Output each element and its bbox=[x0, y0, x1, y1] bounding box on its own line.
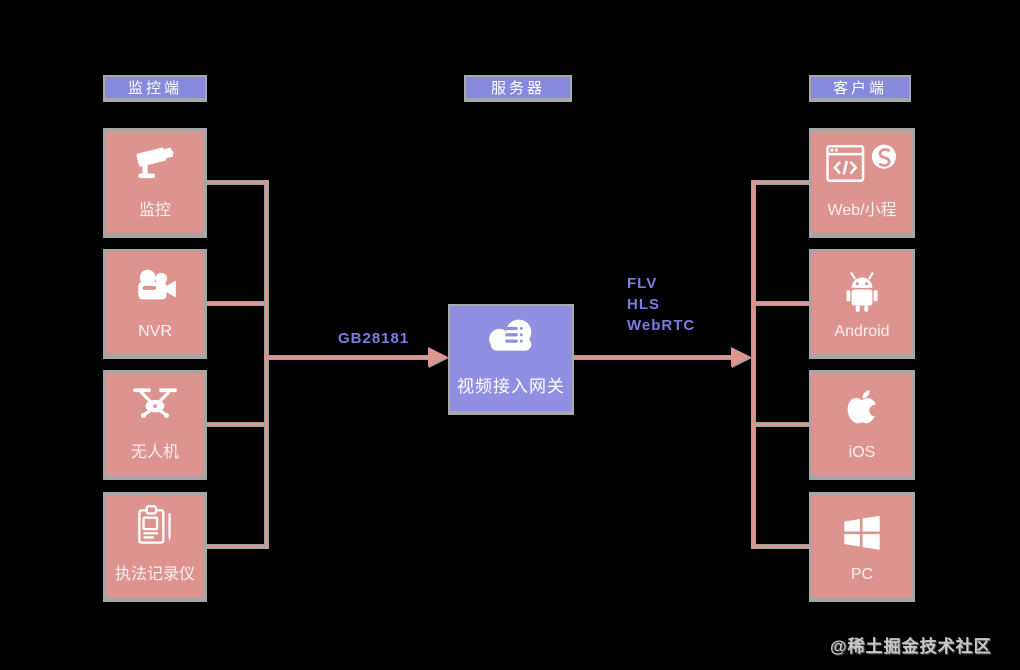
card-nvr: NVR bbox=[103, 249, 207, 359]
card-drone: 无人机 bbox=[103, 370, 207, 480]
header-monitor-label: 监控端 bbox=[127, 80, 182, 97]
connector-right-stub-2 bbox=[754, 301, 812, 306]
watermark-text: @稀土掘金技术社区 bbox=[830, 637, 992, 656]
ingest-protocol-label: GB28181 bbox=[338, 330, 410, 347]
card-label: PC bbox=[850, 566, 874, 583]
protocol-flv: FLV bbox=[627, 275, 658, 292]
connector-right-bus bbox=[751, 180, 756, 549]
header-server-label: 服务器 bbox=[490, 80, 545, 97]
card-label: 无人机 bbox=[130, 444, 179, 461]
card-body-camera: 执法记录仪 bbox=[103, 492, 207, 602]
header-server: 服务器 bbox=[464, 75, 572, 102]
connector-left-stub-3 bbox=[204, 422, 266, 427]
connector-left-bus bbox=[264, 180, 269, 549]
connector-ingest-line bbox=[264, 355, 429, 360]
protocol-hls: HLS bbox=[627, 296, 660, 313]
miniprogram-icon bbox=[871, 144, 896, 169]
browser-code-icon bbox=[826, 144, 896, 182]
connector-right-stub-1 bbox=[754, 180, 812, 185]
card-label: 执法记录仪 bbox=[114, 566, 195, 583]
connector-playback-line bbox=[574, 355, 732, 360]
cctv-camera-icon bbox=[136, 147, 174, 179]
card-label: Web/小程 bbox=[827, 202, 897, 219]
header-monitor-side: 监控端 bbox=[103, 75, 207, 102]
card-pc: PC bbox=[809, 492, 915, 602]
card-android: Android bbox=[809, 249, 915, 359]
card-surveillance-camera: 监控 bbox=[103, 128, 207, 238]
playback-arrow-icon bbox=[731, 347, 751, 367]
playback-protocols-label: FLV HLS WebRTC bbox=[627, 273, 695, 336]
card-label: iOS bbox=[848, 444, 876, 461]
gateway-label: 视频接入网关 bbox=[457, 377, 565, 396]
card-web-miniprogram: Web/小程 bbox=[809, 128, 915, 238]
card-label: NVR bbox=[138, 323, 172, 340]
apple-icon bbox=[847, 390, 881, 424]
cloud-server-icon bbox=[489, 319, 532, 351]
header-client-label: 客户端 bbox=[832, 80, 887, 97]
connector-left-stub-4 bbox=[204, 544, 266, 549]
header-client-side: 客户端 bbox=[809, 75, 911, 102]
connector-right-stub-3 bbox=[754, 422, 812, 427]
clipboard-pen-icon bbox=[138, 505, 171, 544]
windows-icon bbox=[844, 515, 880, 550]
card-ios: iOS bbox=[809, 370, 915, 480]
card-label: 监控 bbox=[138, 202, 171, 219]
drone-icon bbox=[133, 388, 177, 418]
card-label: Android bbox=[834, 323, 890, 340]
android-icon bbox=[846, 272, 878, 312]
ingest-arrow-icon bbox=[428, 347, 448, 367]
gateway-box: 视频接入网关 bbox=[448, 304, 574, 415]
connector-left-stub-2 bbox=[204, 301, 266, 306]
video-camera-icon bbox=[138, 269, 176, 300]
protocol-webrtc: WebRTC bbox=[627, 317, 696, 334]
connector-right-stub-4 bbox=[754, 544, 812, 549]
connector-left-stub-1 bbox=[204, 180, 266, 185]
